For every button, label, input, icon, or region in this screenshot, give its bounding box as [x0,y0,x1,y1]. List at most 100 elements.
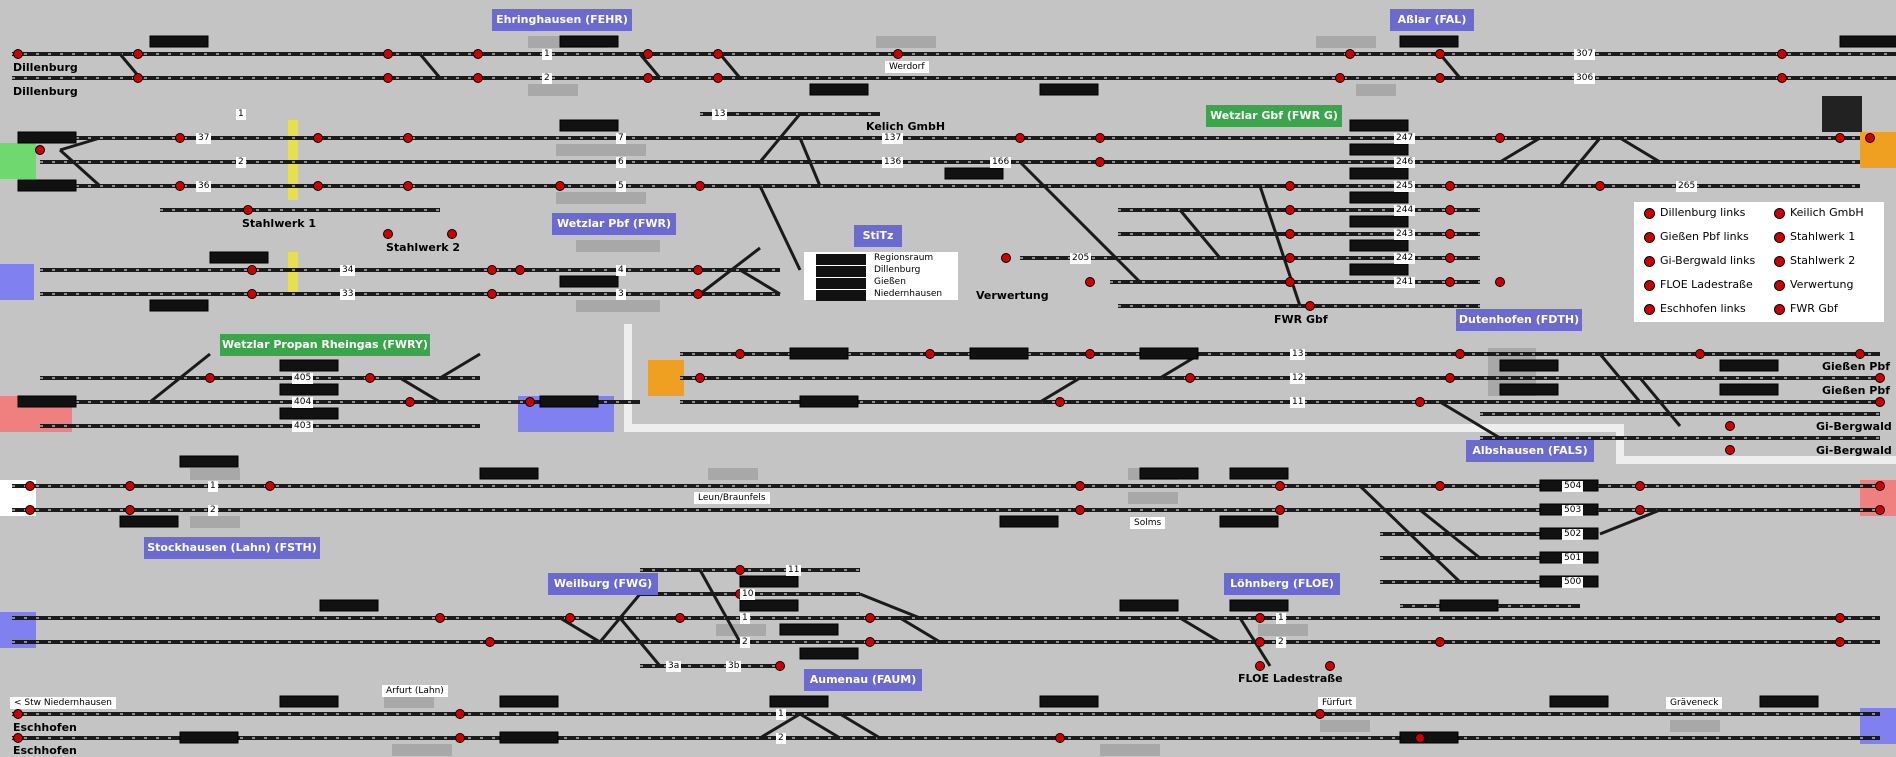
signal-icon[interactable] [1865,133,1875,143]
signal-icon[interactable] [1095,133,1105,143]
signal-icon[interactable] [175,133,185,143]
train-number-field[interactable] [809,83,869,96]
signal-icon[interactable] [675,613,685,623]
signal-icon[interactable] [1595,181,1605,191]
signal-icon[interactable] [1445,229,1455,239]
train-number-field[interactable] [1719,383,1779,396]
signal-icon[interactable] [447,229,457,239]
signal-icon[interactable] [1255,613,1265,623]
legend-stahlwerk-2[interactable]: Stahlwerk 2 [1774,254,1855,267]
signal-icon[interactable] [487,289,497,299]
signal-icon[interactable] [525,397,535,407]
signal-icon[interactable] [1695,349,1705,359]
train-number-field[interactable] [149,299,209,312]
signal-icon[interactable] [1445,277,1455,287]
train-number-field[interactable] [279,359,339,372]
signal-icon[interactable] [775,661,785,671]
train-number-field[interactable] [1229,467,1289,480]
train-number-field[interactable] [769,695,829,708]
signal-icon[interactable] [473,49,483,59]
signal-icon[interactable] [893,49,903,59]
signal-icon[interactable] [865,613,875,623]
train-number-field[interactable] [279,407,339,420]
train-number-field[interactable] [1039,695,1099,708]
signal-icon[interactable] [1445,253,1455,263]
train-number-field[interactable] [1839,35,1896,48]
signal-icon[interactable] [313,181,323,191]
station-weilburg[interactable]: Weilburg (FWG) [548,573,658,595]
signal-icon[interactable] [313,133,323,143]
signal-icon[interactable] [205,373,215,383]
legend-floe-ladestrasse[interactable]: FLOE Ladestraße [1644,278,1753,291]
train-number-field[interactable] [1349,119,1409,132]
signal-icon[interactable] [1305,301,1315,311]
signal-icon[interactable] [1001,253,1011,263]
signal-icon[interactable] [13,733,23,743]
signal-icon[interactable] [865,637,875,647]
legend-eschhofen-links[interactable]: Eschhofen links [1644,302,1746,315]
signal-icon[interactable] [1055,397,1065,407]
signal-icon[interactable] [1275,505,1285,515]
station-dutenhofen[interactable]: Dutenhofen (FDTH) [1456,309,1582,331]
signal-icon[interactable] [925,349,935,359]
signal-icon[interactable] [1435,49,1445,59]
train-number-field[interactable] [999,515,1059,528]
station-wetzlar-gbf[interactable]: Wetzlar Gbf (FWR G) [1206,105,1342,127]
train-number-field[interactable] [1139,467,1199,480]
signal-icon[interactable] [1635,481,1645,491]
train-number-field[interactable] [1229,599,1289,612]
station-loehnberg[interactable]: Löhnberg (FLOE) [1224,573,1340,595]
train-number-field[interactable] [559,35,619,48]
signal-icon[interactable] [515,265,525,275]
signal-icon[interactable] [365,373,375,383]
station-wetzlar-pbf[interactable]: Wetzlar Pbf (FWR) [552,213,676,235]
signal-icon[interactable] [1345,49,1355,59]
signal-icon[interactable] [1075,505,1085,515]
train-number-field[interactable] [17,395,77,408]
signal-icon[interactable] [1435,481,1445,491]
train-number-field[interactable] [1349,239,1409,252]
signal-icon[interactable] [265,481,275,491]
station-ehringhausen[interactable]: Ehringhausen (FEHR) [492,9,632,31]
signal-icon[interactable] [133,49,143,59]
train-number-field[interactable] [739,599,799,612]
signal-icon[interactable] [1015,133,1025,143]
signal-icon[interactable] [695,181,705,191]
signal-icon[interactable] [1335,73,1345,83]
signal-icon[interactable] [455,709,465,719]
signal-icon[interactable] [25,481,35,491]
signal-icon[interactable] [1325,661,1335,671]
train-number-field[interactable] [1399,35,1459,48]
signal-icon[interactable] [1285,205,1295,215]
train-number-field[interactable] [559,119,619,132]
signal-icon[interactable] [247,265,257,275]
signal-icon[interactable] [1275,481,1285,491]
train-number-field[interactable] [119,515,179,528]
station-asslar[interactable]: Aßlar (FAL) [1390,9,1474,31]
train-number-field[interactable] [789,347,849,360]
signal-icon[interactable] [13,49,23,59]
train-number-field[interactable] [209,251,269,264]
train-number-field[interactable] [479,467,539,480]
signal-icon[interactable] [693,289,703,299]
train-number-field[interactable] [1549,695,1609,708]
signal-icon[interactable] [713,73,723,83]
legend-giessen-pbf-links[interactable]: Gießen Pbf links [1644,230,1749,243]
legend-stahlwerk-1[interactable]: Stahlwerk 1 [1774,230,1855,243]
train-number-field[interactable] [559,275,619,288]
train-number-field[interactable] [1499,359,1559,372]
train-number-field[interactable] [1039,83,1099,96]
train-number-field[interactable] [1349,191,1409,204]
signal-icon[interactable] [1185,373,1195,383]
signal-icon[interactable] [1285,253,1295,263]
signal-icon[interactable] [25,505,35,515]
train-number-field[interactable] [17,131,77,144]
signal-icon[interactable] [383,49,393,59]
signal-icon[interactable] [693,265,703,275]
train-number-field[interactable] [799,395,859,408]
signal-icon[interactable] [175,181,185,191]
signal-icon[interactable] [1875,505,1885,515]
signal-icon[interactable] [247,289,257,299]
train-number-field[interactable] [179,731,239,744]
signal-icon[interactable] [125,481,135,491]
